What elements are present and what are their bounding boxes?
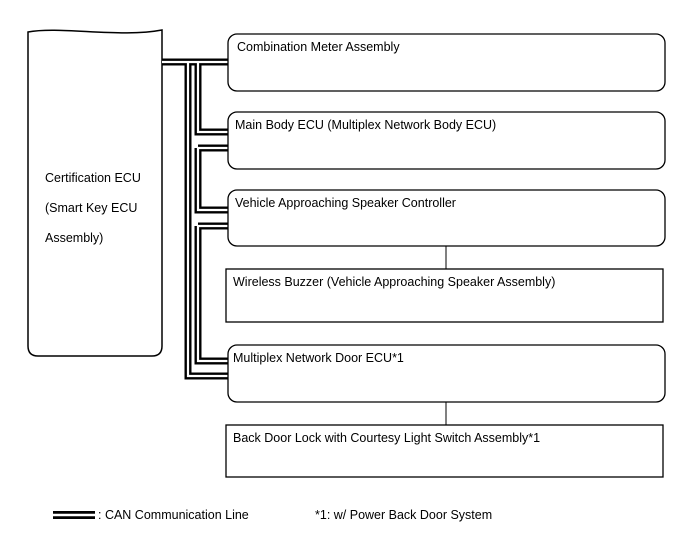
combination-meter-box bbox=[227, 33, 666, 92]
ecu-label-line: (Smart Key ECU bbox=[45, 201, 138, 215]
back-door-lock-label: Back Door Lock with Courtesy Light Switc… bbox=[233, 431, 541, 445]
certification-ecu-label: Certification ECU (Smart Key ECU Assembl… bbox=[45, 156, 141, 261]
certification-ecu-box bbox=[27, 29, 163, 357]
wireless-buzzer-box bbox=[225, 268, 664, 323]
speaker-controller-label: Vehicle Approaching Speaker Controller bbox=[235, 196, 456, 210]
door-ecu-label: Multiplex Network Door ECU*1 bbox=[233, 351, 404, 365]
main-body-ecu-label: Main Body ECU (Multiplex Network Body EC… bbox=[235, 118, 497, 132]
back-door-lock-box bbox=[225, 424, 664, 478]
wireless-buzzer-label: Wireless Buzzer (Vehicle Approaching Spe… bbox=[233, 275, 556, 289]
ecu-label-line: Assembly) bbox=[45, 231, 104, 245]
legend-note: *1: w/ Power Back Door System bbox=[315, 508, 493, 522]
speaker-controller-box bbox=[227, 189, 666, 247]
ecu-label-line: Certification ECU bbox=[45, 171, 141, 185]
door-ecu-box bbox=[227, 344, 666, 403]
can-communication-line bbox=[162, 58, 228, 380]
combination-meter-label: Combination Meter Assembly bbox=[237, 40, 400, 54]
main-body-ecu-box bbox=[227, 111, 666, 170]
legend-can-line-label: : CAN Communication Line bbox=[98, 508, 249, 522]
